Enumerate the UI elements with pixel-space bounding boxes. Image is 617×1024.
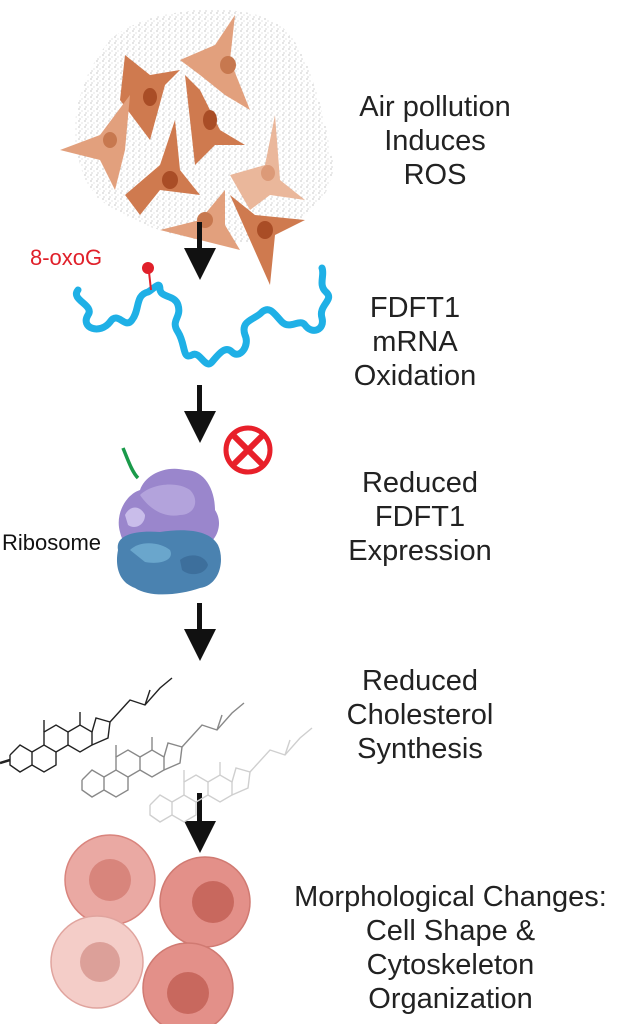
label-line: Reduced (361, 665, 479, 697)
rounded-cell (159, 856, 251, 948)
fibroblast-cell (120, 55, 180, 140)
fibroblast-cell (230, 195, 305, 285)
nascent-peptide (121, 447, 140, 480)
arrow-down-icon (184, 603, 216, 661)
label-line: FDFT1 (374, 501, 466, 533)
label-line: Oxidation (353, 360, 477, 392)
arrow-down-icon (184, 793, 216, 853)
label-line: Reduced (361, 467, 479, 499)
label-line: Cell Shape & (365, 915, 536, 947)
stage-label-reduced-expression: Reduced FDFT1 Expression (330, 466, 510, 568)
label-line: Organization (368, 983, 533, 1015)
stage-label-air-pollution: Air pollution Induces ROS (330, 90, 540, 192)
cholesterol-molecules (0, 677, 313, 823)
cholesterol-molecule (149, 727, 313, 823)
oxog-label: 8-oxoG (30, 245, 103, 270)
mrna-strand (72, 264, 333, 368)
stage-label-reduced-cholesterol: Reduced Cholesterol Synthesis (330, 664, 510, 766)
label-line: FDFT1 (369, 292, 461, 324)
label-line: Expression (348, 535, 492, 567)
fibroblast-cell (230, 115, 305, 210)
label-line: Air pollution (359, 91, 511, 123)
label-line: mRNA (372, 326, 458, 358)
fibroblast-cell (185, 75, 245, 165)
oxog-marker-icon (142, 262, 154, 291)
ribosome-label: Ribosome (2, 530, 102, 555)
arrow-down-icon (184, 385, 216, 443)
fibroblast-cell (125, 120, 200, 215)
stage-label-mrna-oxidation: FDFT1 mRNA Oxidation (340, 291, 490, 393)
label-line: Synthesis (357, 733, 483, 765)
arrow-down-icon (184, 222, 216, 280)
rounded-cell (142, 942, 234, 1024)
stage-label-morphological-changes: Morphological Changes: Cell Shape & Cyto… (278, 880, 617, 1016)
rounded-cell (64, 834, 156, 926)
rounded-cell (50, 915, 144, 1009)
pollution-cells-illustration (60, 9, 333, 285)
inhibit-icon (223, 425, 273, 475)
label-line: Induces (384, 125, 486, 157)
rounded-cells-illustration (50, 834, 251, 1024)
ribosome-illustration (116, 447, 221, 595)
cholesterol-molecule (81, 702, 245, 798)
cholesterol-molecule (0, 677, 173, 773)
label-line: Cholesterol (346, 699, 494, 731)
fibroblast-cell (180, 15, 250, 110)
fibroblast-cell (60, 95, 130, 190)
label-line: Morphological Changes: (294, 881, 607, 913)
label-line: ROS (403, 159, 467, 191)
label-line: Cytoskeleton (366, 949, 535, 981)
